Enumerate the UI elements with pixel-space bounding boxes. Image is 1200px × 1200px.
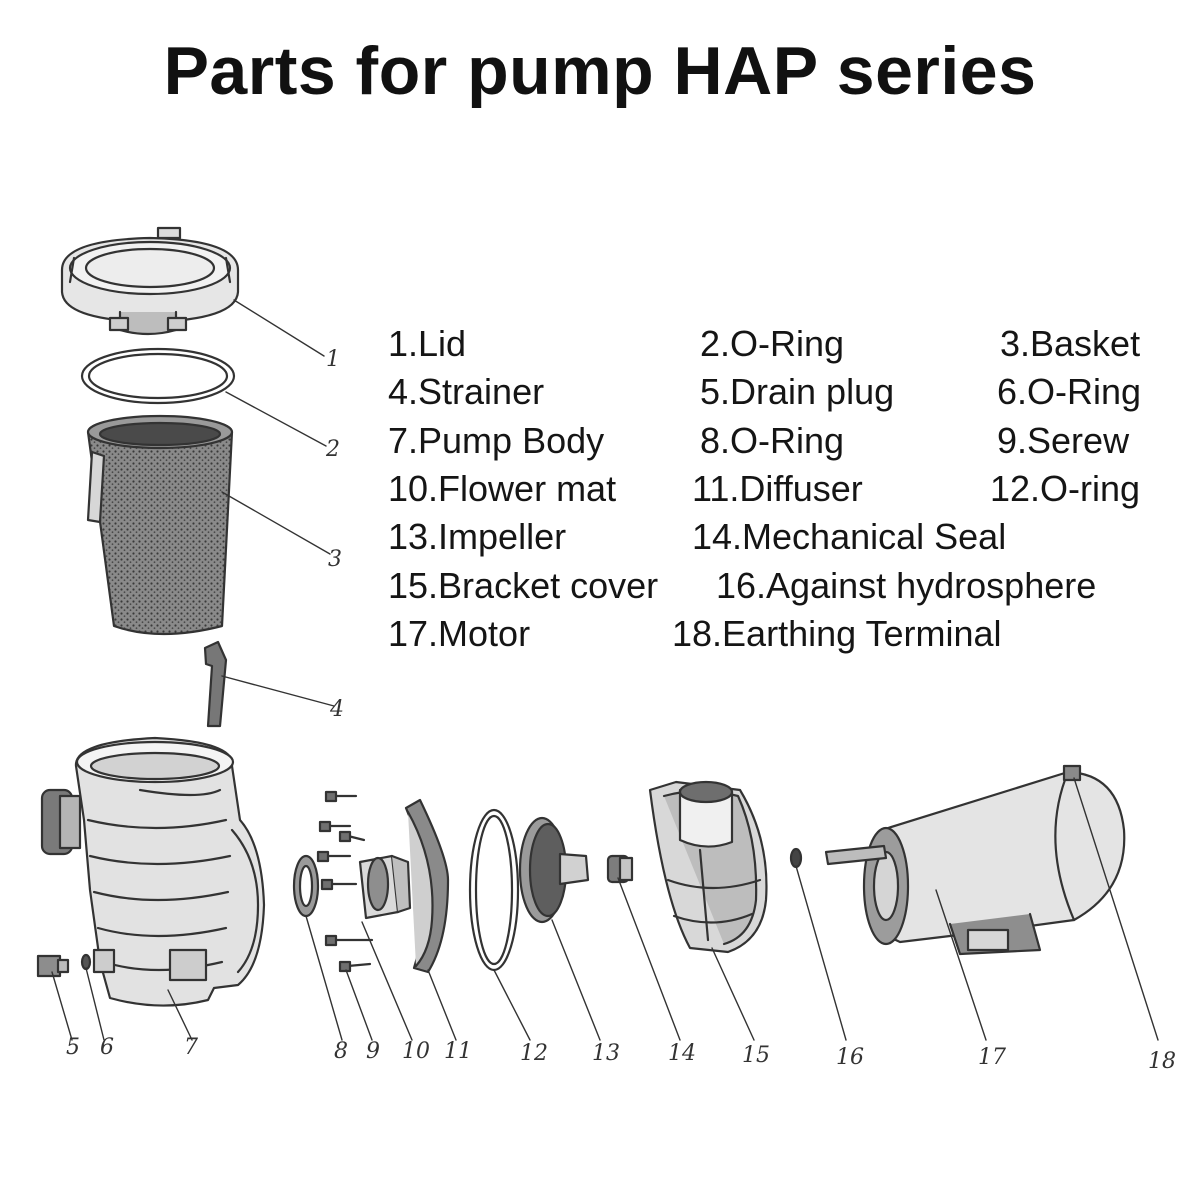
diffuser-part	[404, 798, 450, 974]
callout-16: 16	[836, 1045, 864, 1070]
callout-14: 14	[668, 1041, 696, 1066]
bracket-cover-part	[648, 780, 768, 954]
callout-15: 15	[742, 1043, 770, 1068]
callout-12: 12	[520, 1041, 548, 1066]
lid-part	[60, 226, 240, 336]
callout-6: 6	[100, 1035, 114, 1060]
o-ring-12-part	[468, 808, 520, 972]
flower-mat-part	[358, 854, 412, 920]
callout-2: 2	[325, 437, 340, 462]
pump-body-part	[40, 736, 266, 1007]
o-ring-6-part	[80, 953, 92, 971]
callout-1: 1	[326, 347, 340, 372]
callout-10: 10	[402, 1039, 430, 1064]
impeller-part	[518, 816, 590, 924]
callout-13: 13	[592, 1041, 620, 1066]
screws-part	[316, 790, 374, 973]
mechanical-seal-part	[606, 854, 634, 884]
basket-part	[86, 414, 234, 636]
callout-18: 18	[1148, 1049, 1176, 1074]
callout-5: 5	[66, 1035, 80, 1060]
callout-numbers: 1 2 3 4 5 6 7 8 9 10 11 12 13 14 15 16 1…	[66, 347, 1176, 1074]
page-title: Parts for pump HAP series	[163, 33, 1037, 109]
strainer-part	[203, 640, 228, 728]
callout-11: 11	[444, 1039, 472, 1064]
motor-part	[824, 764, 1126, 956]
callout-17: 17	[978, 1045, 1006, 1070]
o-ring-8-part	[292, 854, 320, 918]
drain-plug-part	[36, 954, 70, 978]
callout-9: 9	[366, 1039, 380, 1064]
against-hydrosphere-part	[789, 847, 803, 869]
callout-4: 4	[329, 697, 344, 722]
callout-3: 3	[328, 547, 342, 572]
o-ring-2-part	[80, 347, 236, 405]
callout-7: 7	[184, 1035, 198, 1060]
callout-lines	[51, 299, 1159, 1041]
callout-8: 8	[334, 1039, 348, 1064]
